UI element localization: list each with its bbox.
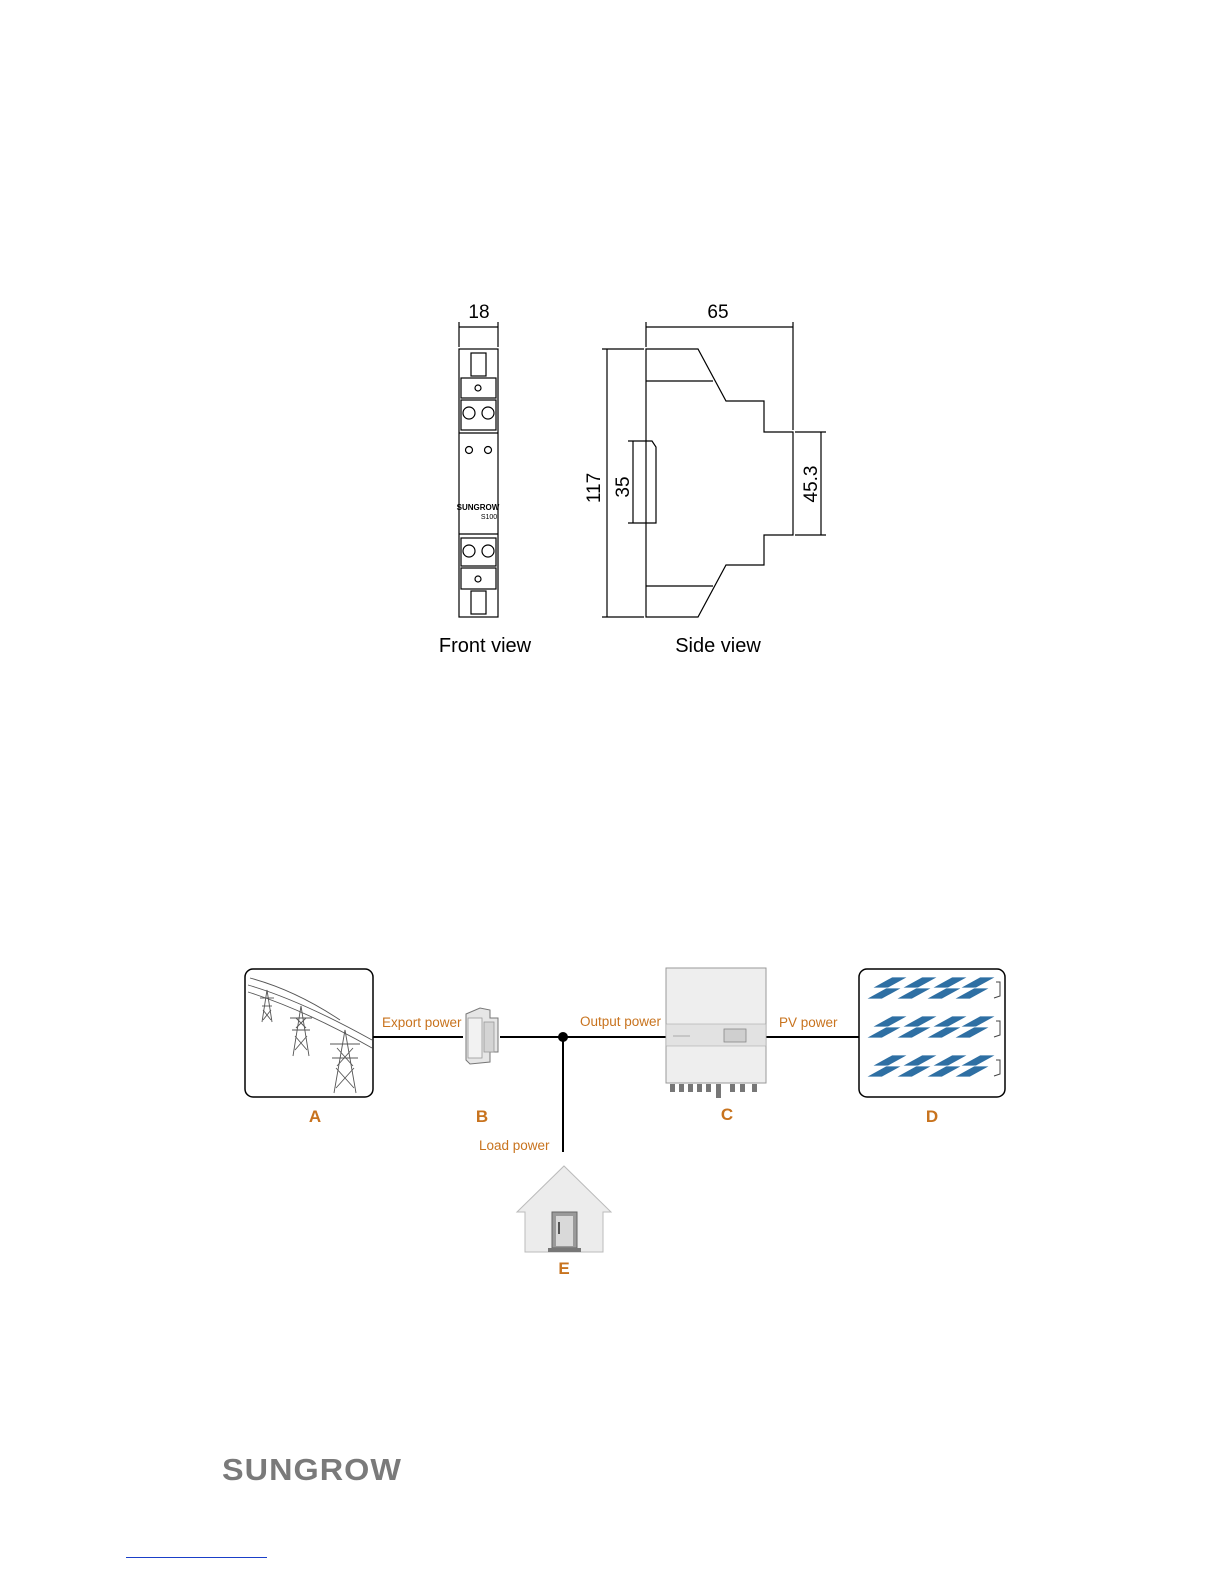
load-power-label: Load power — [479, 1138, 550, 1153]
label-b: B — [476, 1107, 488, 1126]
pv-power-label: PV power — [779, 1015, 838, 1030]
front-depth-label: 45.3 — [801, 466, 822, 503]
grid-pylons-icon — [245, 969, 373, 1097]
dimension-drawing — [459, 322, 826, 617]
front-view-caption: Front view — [439, 635, 532, 657]
house-icon — [517, 1166, 611, 1252]
connection-lines — [373, 1037, 859, 1152]
label-d: D — [926, 1107, 938, 1126]
front-width-label: 18 — [468, 302, 489, 323]
output-power-label: Output power — [580, 1014, 662, 1029]
sungrow-logo: SUNGROW — [222, 1452, 402, 1487]
label-c: C — [721, 1105, 733, 1124]
export-power-label: Export power — [382, 1015, 462, 1030]
label-a: A — [309, 1107, 321, 1126]
side-view-caption: Side view — [675, 635, 761, 657]
inverter-icon — [666, 968, 766, 1098]
junction-dot — [558, 1032, 568, 1042]
pv-panels-icon — [859, 969, 1005, 1097]
system-diagram: Export power Output power PV power Load … — [245, 968, 1005, 1278]
side-depth-label: 65 — [707, 302, 728, 323]
overall-height-label: 117 — [584, 473, 605, 503]
label-e: E — [558, 1259, 569, 1278]
footer-link-underline[interactable] — [126, 1557, 267, 1558]
meter-brand-text: SUNGROW — [457, 503, 500, 512]
rail-width-label: 35 — [613, 476, 634, 497]
smart-meter-icon — [466, 1008, 498, 1064]
front-view-meter — [459, 322, 498, 617]
meter-model-text: S100 — [481, 514, 497, 521]
side-view-profile — [602, 322, 826, 617]
